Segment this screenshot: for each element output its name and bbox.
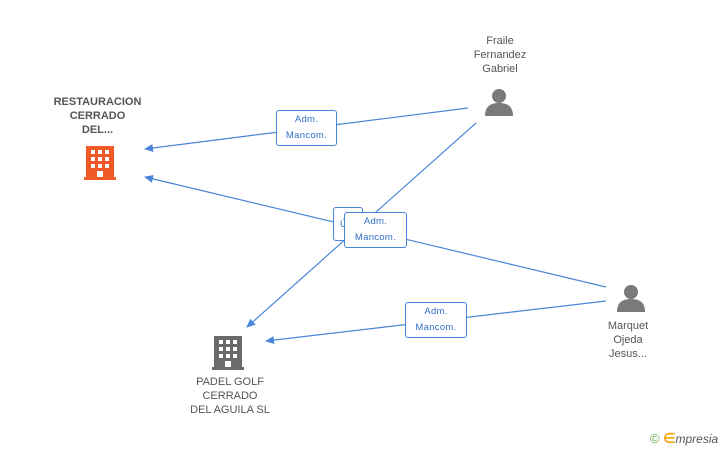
- edge-label-marquet-padel[interactable]: Adm. Mancom.: [405, 302, 467, 338]
- building-icon[interactable]: [212, 336, 244, 370]
- edge-label-line: Adm.: [294, 114, 319, 125]
- edge-label-line: Mancom.: [415, 322, 457, 333]
- person-name-fraile[interactable]: Fraile Fernandez Gabriel: [455, 34, 545, 76]
- company-name-padel[interactable]: PADEL GOLF CERRADO DEL AGUILA SL: [170, 375, 290, 417]
- edge-label-line: Mancom.: [285, 130, 328, 141]
- label-line: Gabriel: [482, 63, 518, 75]
- label-line: Ojeda: [613, 334, 643, 346]
- edge-label-line: Adm.: [363, 216, 388, 227]
- brand-name: mpresia: [675, 432, 719, 446]
- brand-e: ∈: [662, 430, 676, 446]
- label-line: CERRADO: [69, 110, 126, 122]
- edge-label-line: Ú: [340, 217, 356, 233]
- person-name-marquet[interactable]: Marquet Ojeda Jesus...: [588, 319, 668, 361]
- label-line: Fernandez: [473, 49, 527, 61]
- edge-label-line: Mancom.: [354, 232, 397, 243]
- edge-label-fraile-restauracion[interactable]: Adm. Mancom.: [276, 110, 337, 146]
- edge-label-line: Adm.: [424, 306, 448, 317]
- label-line: RESTAURACION: [53, 96, 142, 108]
- person-icon[interactable]: [617, 285, 645, 312]
- company-name-restauracion[interactable]: RESTAURACION CERRADO DEL...: [40, 95, 155, 137]
- label-line: Jesus...: [609, 348, 647, 360]
- label-line: DEL...: [81, 124, 114, 136]
- copyright-symbol: ©: [650, 431, 660, 446]
- label-line: Marquet: [607, 320, 649, 332]
- label-line: CERRADO: [202, 390, 258, 402]
- edge-label-marquet-restauracion[interactable]: Adm. Mancom.: [344, 212, 407, 248]
- building-icon[interactable]: [84, 146, 116, 180]
- person-icon[interactable]: [485, 89, 513, 116]
- label-line: PADEL GOLF: [196, 376, 264, 388]
- empresia-logo: © ∈mpresia: [650, 430, 718, 447]
- label-line: DEL AGUILA SL: [190, 404, 270, 416]
- label-line: Fraile: [486, 35, 514, 47]
